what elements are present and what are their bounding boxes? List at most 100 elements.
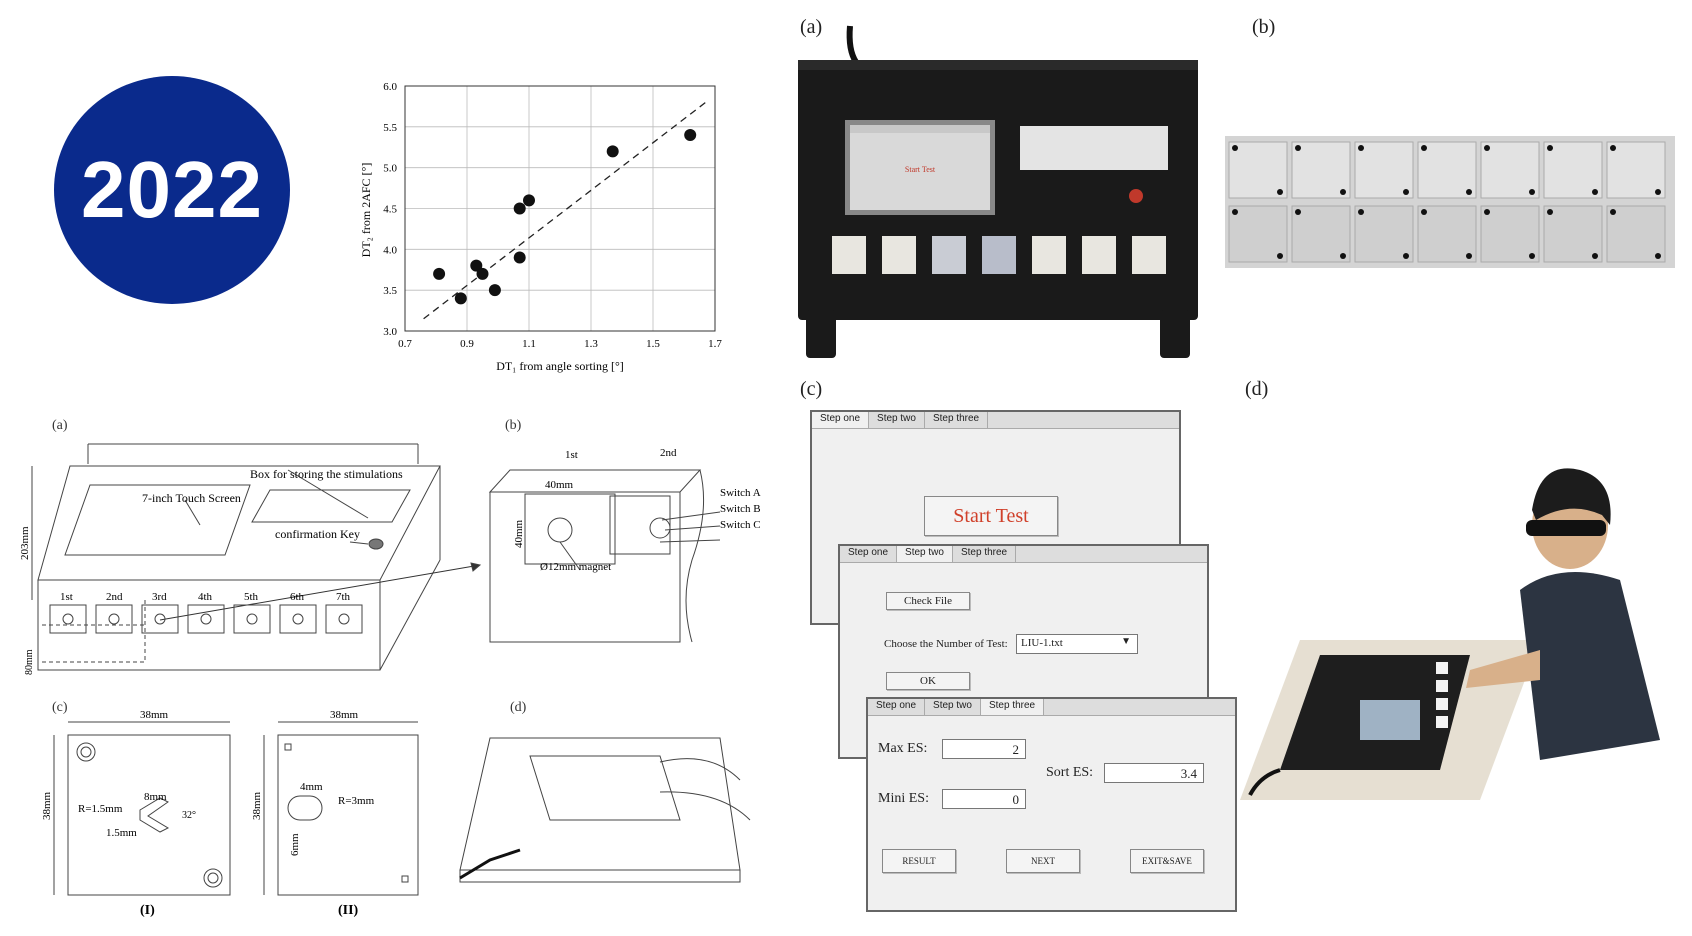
stimulus-tile [1291,205,1351,263]
stimulus-drawing: 38mm 38mm R=1.5mm 8mm 1.5mm 32° 38mm 38m… [41,709,751,918]
stimulus-tile [1480,205,1540,263]
magnet-hole [1484,209,1490,215]
tab-step-one[interactable]: Step one [840,546,898,562]
magnet-hole [1358,209,1364,215]
next-button[interactable]: NEXT [1006,849,1080,873]
magnet-hole [1592,189,1598,195]
data-point [488,284,501,297]
magnet-hole [1421,145,1427,151]
plot-frame [404,85,716,332]
max-es-field[interactable]: 2 [942,739,1026,759]
result-button[interactable]: RESULT [882,849,956,873]
y-tick-label: 4.0 [383,244,397,256]
mini-es-label: Mini ES: [878,791,929,806]
slot-label: 2nd [106,591,123,603]
slot-magnet [62,613,74,625]
photo-a-label: (a) [800,16,823,38]
magnet-hole [1610,145,1616,151]
b-second-label: 2nd [660,447,677,459]
switch-a-label: Switch A [720,487,761,499]
switch-c-label: Switch C [720,519,761,531]
y-tick-label: 4.5 [383,204,397,216]
slot-magnet [338,613,350,625]
switch-b-label: Switch B [720,503,761,515]
data-point [433,267,446,280]
mini-es-field[interactable]: 0 [942,789,1026,809]
data-point [454,292,467,305]
slot-magnet [154,613,166,625]
magnet-hole [1466,253,1472,259]
dropdown-arrow-icon[interactable]: ▼ [1121,636,1131,647]
magnet-label: Ø12mm magnet [540,561,611,573]
tab-step-three[interactable]: Step three [925,412,989,428]
magnet-hole [1358,145,1364,151]
stimulus-slot [187,604,225,634]
tab-bar: Step one Step two Step three [868,699,1235,716]
magnet-hole [1529,253,1535,259]
magnet-hole [1232,209,1238,215]
drawing-b-label: (b) [505,418,522,433]
choose-test-label: Choose the Number of Test: [884,638,1008,650]
magnet-hole [1484,145,1490,151]
slot-label: 4th [198,591,213,603]
check-file-button[interactable]: Check File [886,592,970,610]
slot-label: 6th [290,591,305,603]
tab-step-one[interactable]: Step one [868,699,926,715]
magnet-hole [1232,145,1238,151]
key-label: confirmation Key [275,527,360,541]
slot-label: 1st [60,591,73,603]
c2-4mm: 4mm [300,781,323,793]
data-point [513,202,526,215]
b-first-label: 1st [565,449,578,461]
c1-15mm: 1.5mm [106,827,137,839]
magnet-hole [1547,145,1553,151]
x-tick-label: 1.7 [708,338,722,350]
c1-angle: 32° [182,810,196,821]
dim-80: 80mm [24,649,35,675]
stimulus-tile [1480,141,1540,199]
c2-r: R=3mm [338,795,375,807]
stimulus-slot [279,604,317,634]
exit-save-button[interactable]: EXIT&SAVE [1130,849,1204,873]
data-point [476,267,489,280]
magnet-hole [1547,209,1553,215]
test-file-select[interactable]: LIU-1.txt ▼ [1016,634,1138,654]
y-axis-label: DT₂ from 2AFC [°] [359,163,373,258]
ok-button[interactable]: OK [886,672,970,690]
c1-height: 38mm [41,791,53,820]
slot-magnet [246,613,258,625]
tab-step-two[interactable]: Step two [897,546,953,562]
tab-step-three[interactable]: Step three [953,546,1017,562]
slot-magnet [108,613,120,625]
year-text: 2022 [81,145,263,234]
fit-line [423,101,707,320]
start-test-button[interactable]: Start Test [924,496,1058,536]
dim-203: 203mm [20,526,31,560]
stimulus-slot [233,604,271,634]
tab-step-two[interactable]: Step two [869,412,925,428]
roman-two: (II) [338,903,359,918]
magnet-hole [1466,189,1472,195]
sort-es-field[interactable]: 3.4 [1104,763,1204,783]
stimulus-tile [1228,141,1288,199]
stimulus-tile [1417,141,1477,199]
b-40h-label: 40mm [513,519,525,548]
magnet-hole [1421,209,1427,215]
x-axis-label: DT₁ from angle sorting [°] [496,359,624,373]
stimulus-tile [1606,205,1666,263]
magnet-hole [1277,253,1283,259]
magnet-hole [1655,189,1661,195]
stimulus-slot [49,604,87,634]
drawing-c-label: (c) [52,700,68,715]
tab-step-two[interactable]: Step two [925,699,981,715]
c1-8mm: 8mm [144,791,167,803]
magnet-hole [1403,189,1409,195]
data-point [513,251,526,264]
tab-step-one[interactable]: Step one [812,412,870,428]
gui-c-label: (c) [800,378,823,400]
tab-step-three[interactable]: Step three [980,699,1045,715]
magnet-hole [1655,253,1661,259]
device-photo: Start Test [798,25,1198,358]
y-tick-label: 6.0 [383,81,397,93]
